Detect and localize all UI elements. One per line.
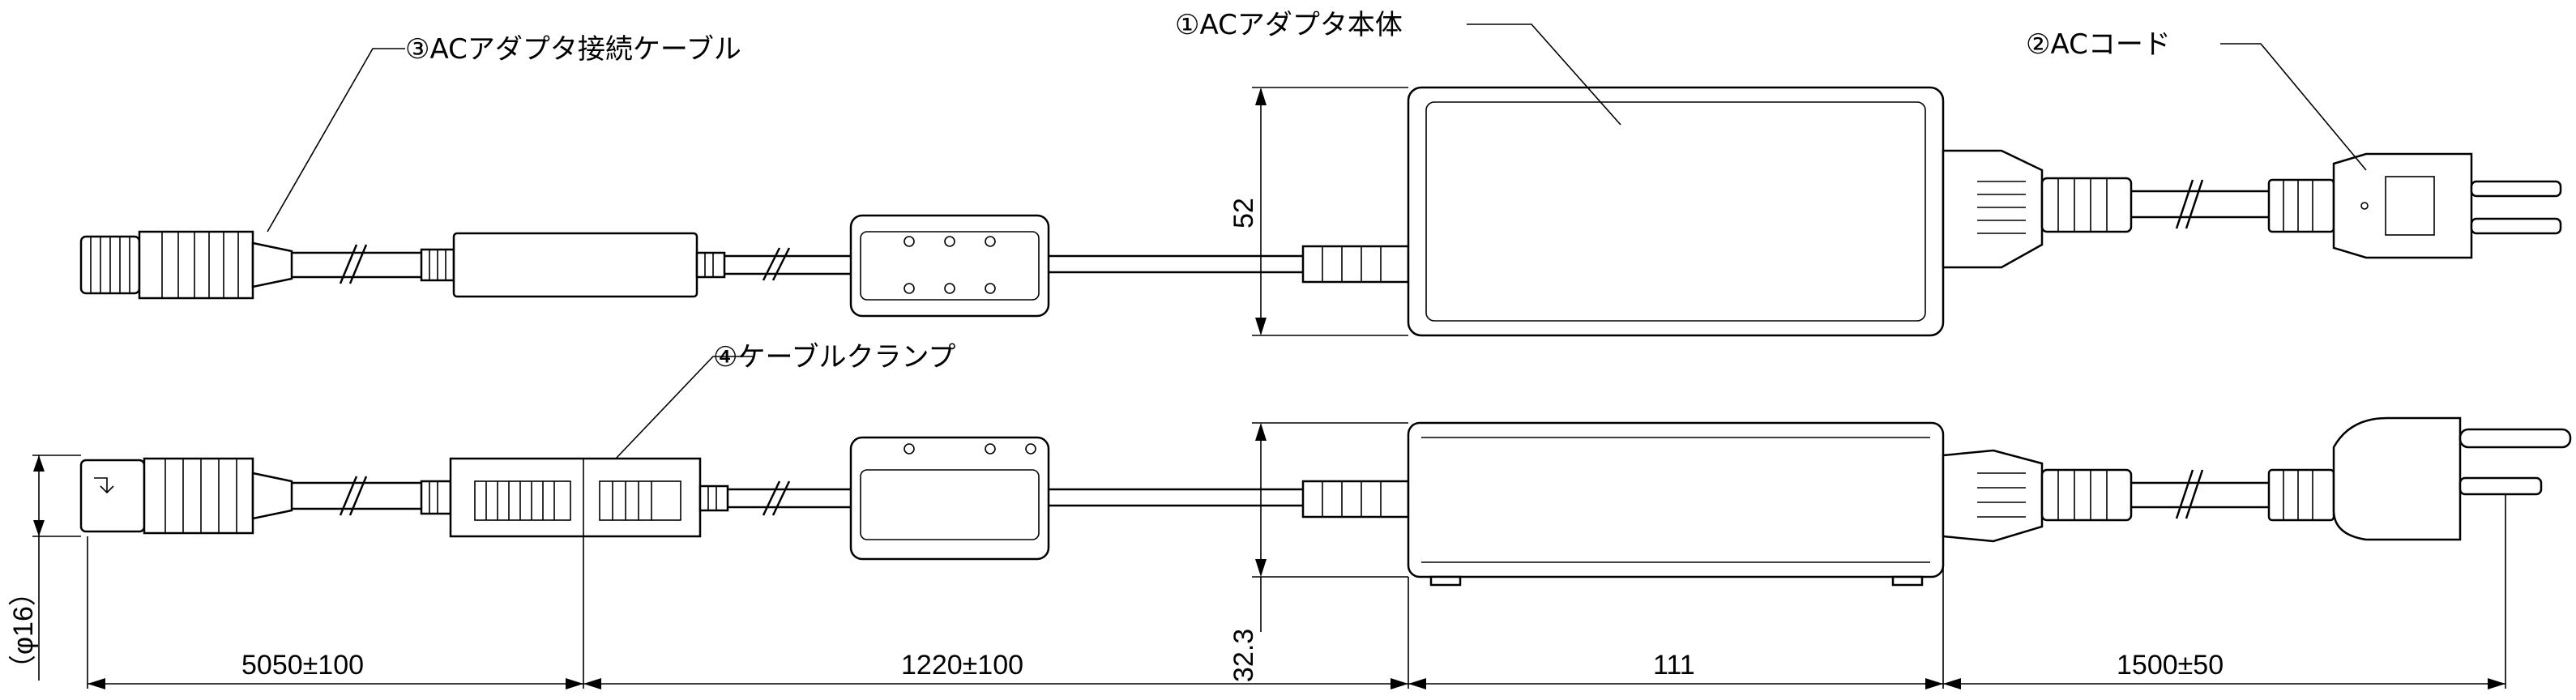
dimension-lines — [32, 87, 2506, 689]
top-ferrite-core — [849, 214, 1050, 318]
top-dc-strain-relief — [1301, 245, 1410, 284]
dim-seg4: 1500±50 — [2117, 650, 2224, 681]
callout-adapter-body: ①ACアダプタ本体 — [1175, 9, 1403, 41]
top-inline-sleeve — [420, 232, 726, 298]
top-ac-inlet — [1942, 149, 2133, 269]
dim-height-side: 32.3 — [1228, 629, 1259, 682]
callout-cable-clamp: ④ケーブルクランプ — [713, 341, 955, 373]
side-ac-inlet — [1942, 449, 2133, 543]
side-dc-strain-relief — [1301, 480, 1410, 519]
callout-ac-cord: ②ACコード — [2026, 28, 2171, 61]
dim-seg1: 5050±100 — [241, 650, 364, 681]
dim-height-top: 52 — [1228, 198, 1259, 228]
leader-lines — [267, 23, 2367, 459]
side-ac-plug — [2267, 416, 2572, 541]
dim-seg2: 1220±100 — [901, 650, 1023, 681]
side-view — [79, 416, 2572, 587]
side-ferrite-core — [849, 436, 1050, 561]
top-ac-plug — [2267, 152, 2562, 259]
top-connector-plug — [79, 230, 293, 300]
top-adapter-body — [1407, 86, 1945, 337]
callout-connection-cable: ③ACアダプタ接続ケーブル — [405, 33, 741, 66]
side-cable-clamp — [420, 457, 729, 538]
dim-seg3: 111 — [1653, 650, 1695, 681]
dim-diameter: （φ16） — [8, 578, 39, 682]
side-adapter-body — [1407, 421, 1945, 587]
side-connector-plug — [79, 457, 293, 535]
top-view — [79, 86, 2562, 337]
